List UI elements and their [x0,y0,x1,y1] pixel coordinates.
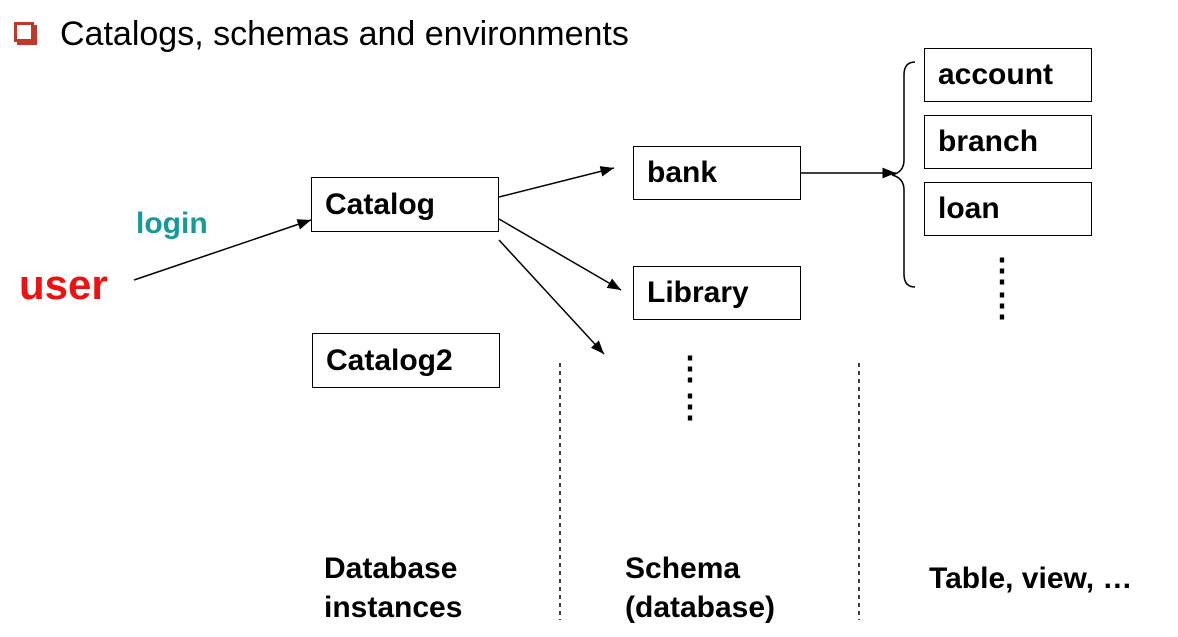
column-label-catalog: Database instances [324,552,463,624]
schema-library-box: Library [633,266,801,320]
column-label-table: Table, view, … [929,562,1133,595]
catalog-to-library-arrow [498,218,622,291]
login-label: login [136,207,208,240]
user-label: user [19,261,108,308]
table-ellipsis-top: ⋮ [986,252,1018,288]
login-arrow [133,219,312,281]
slide-title: Catalogs, schemas and environments [60,15,629,53]
table-account-box: account [924,48,1092,102]
column-label-schema: Schema (database) [625,552,776,624]
catalog2-box: Catalog2 [312,333,500,388]
schema-bank-box: bank [633,146,801,200]
catalog-to-more-arrow [498,239,605,355]
tables-brace [891,61,916,288]
table-branch-box: branch [924,115,1092,169]
table-loan-box: loan [924,182,1092,236]
schema-ellipsis-bottom: ⋮ [674,388,706,424]
catalog-box: Catalog [311,177,499,232]
catalog-to-bank-arrow [498,166,615,198]
table-ellipsis-bottom: ⋮ [986,287,1018,323]
schema-ellipsis-top: ⋮ [674,350,706,386]
title-bullet-icon [14,22,34,42]
